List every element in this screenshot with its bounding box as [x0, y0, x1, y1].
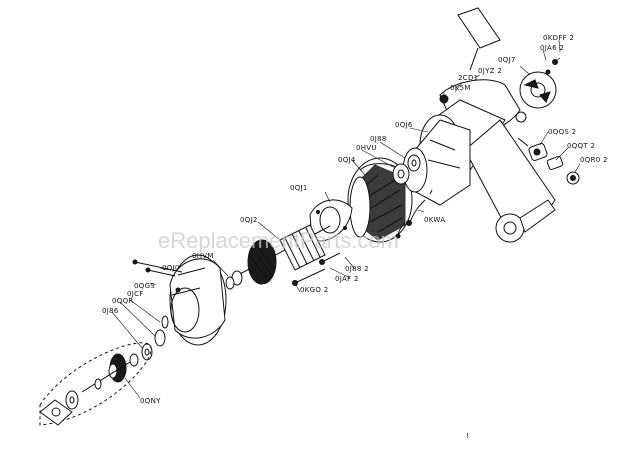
- label-oqqs: 0QQS 2: [548, 128, 576, 136]
- label-oqj6: 0QJ6: [395, 121, 413, 129]
- label-okdff: 0KDFF 2: [543, 34, 574, 42]
- label-okgo: 0KGO 2: [300, 286, 328, 294]
- wire-leads: [395, 189, 433, 239]
- toothed-disc-part: [519, 57, 561, 109]
- label-oqj4: 0QJ4: [338, 156, 356, 164]
- label-oqqr: 0QQR: [112, 297, 134, 305]
- label-oj88b: 0J88 2: [345, 265, 369, 273]
- label-ohvm: 0HVM: [192, 252, 214, 260]
- label-ojaf: 0JAF 2: [335, 275, 359, 283]
- label-oj88a: 0J88: [370, 135, 387, 143]
- label-oqj1: 0QJ1: [290, 184, 308, 192]
- leader-lines: [111, 39, 581, 399]
- label-oqqt: 0QQT 2: [567, 142, 595, 150]
- long-bolts: [132, 259, 183, 277]
- label-oqj0: 0QJ0: [162, 264, 180, 272]
- label-ojyz: 0JYZ 2: [478, 67, 502, 75]
- label-oqgs: 0QGS: [134, 282, 155, 290]
- output-gear-spindle: [39, 342, 152, 426]
- bearing-rings-upper: [392, 154, 421, 185]
- label-oqr0: 0QR0 2: [580, 156, 608, 164]
- label-oja6: 0JA6 2: [540, 44, 564, 52]
- label-okwa: 0KWA: [424, 216, 445, 224]
- label-ocd1: 2CD1: [458, 74, 478, 82]
- label-oqny: 0QNY: [140, 397, 161, 405]
- label-ohvu: 0HVU: [356, 144, 377, 152]
- armature: [231, 224, 331, 286]
- watermark-text: eReplacementParts.com: [158, 228, 399, 253]
- part-labels: 0KDFF 2 0JA6 2 0QJ7 0JYZ 2 2CD1 0K5M 0QJ…: [102, 34, 608, 405]
- brush-screws: [292, 252, 341, 286]
- label-oksm: 0K5M: [450, 84, 471, 92]
- handle-arm-assembly: [419, 7, 556, 243]
- center-washer: [225, 276, 235, 290]
- label-oj86: 0J86: [102, 307, 119, 315]
- gear-housing: [169, 254, 227, 346]
- label-ojcf: 0JCF: [127, 290, 144, 298]
- label-oqj2: 0QJ2: [240, 216, 258, 224]
- footer-mark: !: [466, 432, 469, 440]
- right-small-parts: [517, 137, 580, 185]
- washers-left: [129, 315, 169, 367]
- label-oqj7: 0QJ7: [498, 56, 516, 64]
